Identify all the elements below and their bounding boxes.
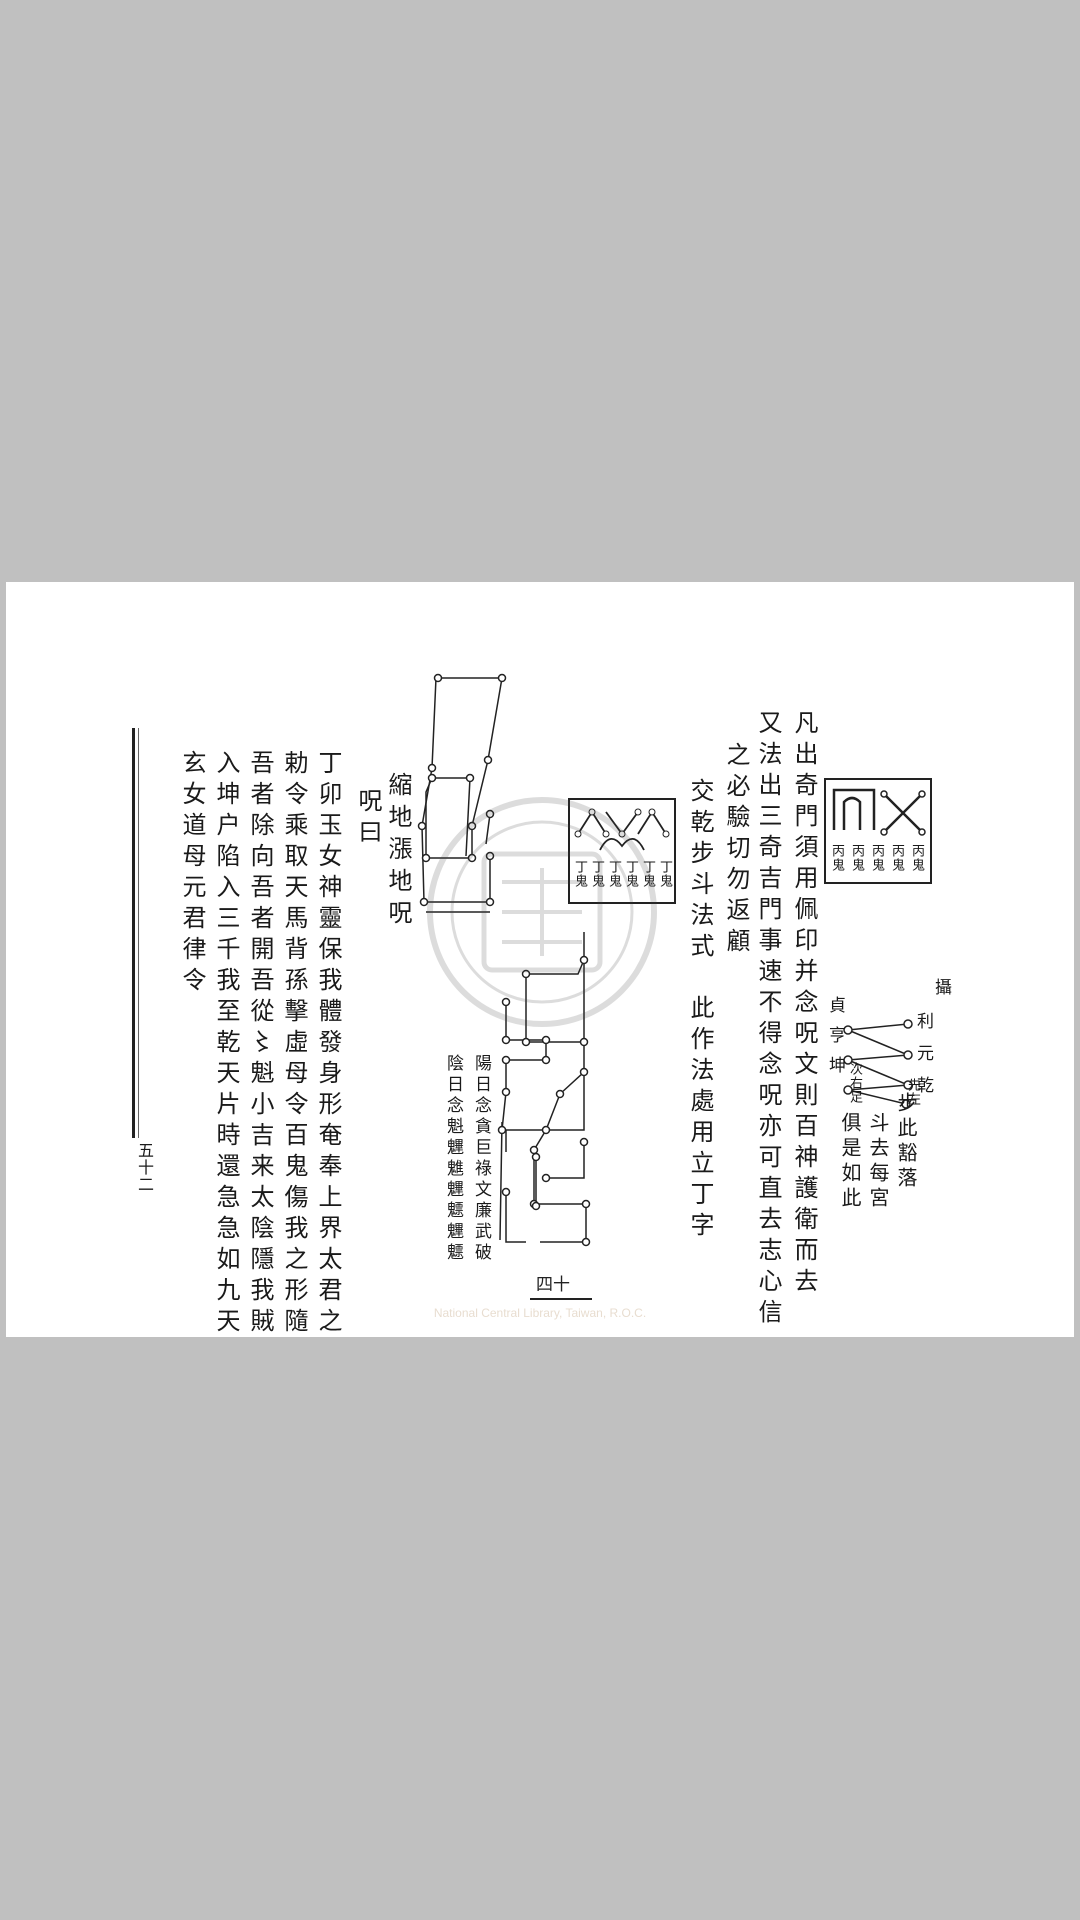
library-watermark-text: National Central Library, Taiwan, R.O.C.: [433, 1306, 647, 1320]
incantation-column-3: 吾者除向吾者開吾從〻魁小吉来太陰隱我賊: [246, 750, 274, 1339]
suodi-title: 縮地漲地呪: [384, 772, 412, 932]
ding-label: 丁鬼: [606, 860, 621, 888]
library-seal-watermark: [427, 797, 657, 1027]
step-point-label: 乾: [913, 1076, 933, 1097]
zhou-yue: 呪曰: [354, 788, 382, 850]
suodi-path: [417, 673, 507, 913]
ding-label: 丁鬼: [640, 860, 655, 888]
text-column-3: 之必驗切勿返顧: [722, 742, 750, 959]
margin-rule-thin: [138, 728, 139, 1138]
seal-label: 丙鬼: [869, 844, 884, 872]
ding-glyph-icon: [574, 808, 670, 851]
margin-rule: [132, 728, 135, 1138]
step-point-label: 攝: [931, 978, 951, 999]
incantation-column-1: 丁卯玉女神靈保我體發身形奄奉上界太君之: [314, 750, 342, 1339]
text-column-2: 又法出三奇吉門事速不得念呪亦可直去志心信: [754, 710, 782, 1330]
step-diagram: [843, 1019, 913, 1109]
incantation-column-5: 玄女道母元君律令: [178, 750, 206, 998]
seal-label: 丙鬼: [909, 844, 924, 872]
folio-underline: [530, 1298, 592, 1300]
ding-diagram: 丁鬼 丁鬼 丁鬼 丁鬼 丁鬼 丁鬼: [568, 798, 676, 904]
seal-label: 丙鬼: [829, 844, 844, 872]
ding-label: 丁鬼: [623, 860, 638, 888]
yin-day-line: 陰日念魁魓魋魓魒魓魒: [443, 1054, 463, 1264]
step-point-label: 貞: [825, 996, 845, 1017]
step-point-label: 元: [913, 1044, 933, 1065]
seal-label: 丙鬼: [849, 844, 864, 872]
step-point-label: 利: [913, 1012, 933, 1033]
ding-label: 丁鬼: [589, 860, 604, 888]
step-point-label: 坤: [825, 1056, 845, 1077]
scanned-page: 凡出奇門須用佩印并念呪文則百神護衛而去 又法出三奇吉門事速不得念呪亦可直去志心信…: [6, 582, 1074, 1339]
page-number: 五十二: [135, 1142, 154, 1193]
yang-day-line: 陽日念貪巨祿文廉武破: [471, 1054, 491, 1264]
step-point-label: 亨: [825, 1026, 845, 1047]
text-column-1: 凡出奇門須用佩印并念呪文則百神護衛而去: [790, 710, 818, 1299]
step-text: 斗去每宮: [866, 1112, 890, 1212]
text-column-4: 交乾步斗法式 此作法處用立丁字: [686, 778, 714, 1243]
incantation-column-2: 勅令乘取天馬背孫擊虛母令百鬼傷我之形隨: [280, 750, 308, 1339]
seal-glyph-icon: [832, 788, 926, 836]
folio-mark: 四十: [536, 1275, 570, 1295]
step-text: 俱是如此: [838, 1112, 862, 1212]
step-note: 次右足: [847, 1062, 862, 1104]
seal-diagram: 丙鬼 丙鬼 丙鬼 丙鬼 丙鬼: [824, 778, 932, 884]
ding-label: 丁鬼: [657, 860, 672, 888]
incantation-column-4: 入坤户陷入三千我至乾天片時還急急如九天: [212, 750, 240, 1339]
step-text: 步此豁落: [894, 1092, 918, 1192]
seal-label: 丙鬼: [889, 844, 904, 872]
step-note: 先左: [905, 1078, 920, 1106]
dipper-step-path: [497, 932, 591, 1247]
ding-label: 丁鬼: [572, 860, 587, 888]
